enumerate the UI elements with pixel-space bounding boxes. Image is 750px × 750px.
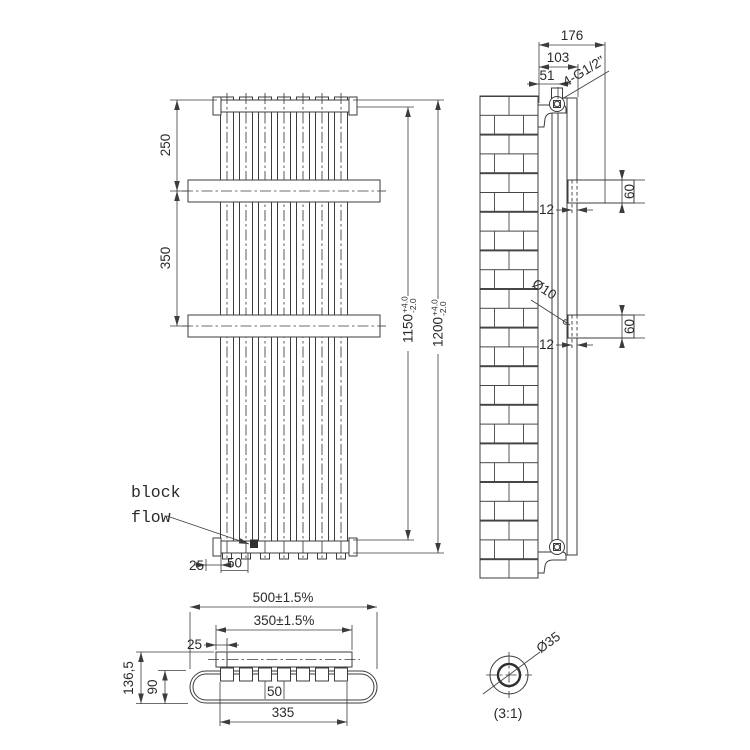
brick-wall-outline — [479, 95, 539, 579]
header-top-down — [208, 651, 360, 668]
dim-50-bottom-label: 50 — [267, 684, 282, 699]
dim-25-bottom-label: 25 — [187, 637, 202, 652]
dim-335-label: 335 — [272, 705, 295, 720]
dim-350-bottom: 350±1.5% — [215, 613, 353, 650]
dim-1150-tol-plus: +4.0 — [400, 296, 410, 313]
towel-bar-lower — [182, 314, 386, 338]
front-view: 250 350 1150 +4.0 -2.0 1200 +4.0 — [131, 93, 448, 573]
dim-176-label: 176 — [561, 28, 584, 43]
bottom-view: 500±1.5% 350±1.5% 25 136,5 — [121, 590, 378, 726]
dim-60-bottom: 60 — [619, 305, 645, 348]
dim-350-label: 350 — [158, 247, 173, 270]
towel-bar-lower-side — [567, 314, 635, 348]
block-flow-annotation: block flow — [131, 483, 258, 548]
side-view: 176 103 51 4-G1/2" 60 — [479, 28, 645, 579]
towel-bar-upper — [182, 179, 386, 203]
detail-view: Ø35 (3:1) — [482, 629, 563, 721]
dim-depth-group: 176 103 51 — [527, 28, 606, 203]
dim-60-top-label: 60 — [622, 184, 637, 199]
dim-12-top-label: 12 — [539, 202, 554, 217]
block-flow-leader — [166, 515, 250, 545]
top-header — [212, 96, 358, 116]
dim-50-bottom: 50 — [264, 681, 285, 699]
dim-136-label: 136,5 — [121, 661, 136, 695]
dim-25-50: 25 50 — [189, 553, 249, 573]
blocked-flow-plug — [250, 539, 258, 548]
dim-60-bottom-label: 60 — [622, 319, 637, 334]
dim-500-label: 500±1.5% — [253, 590, 314, 605]
dim-90: 90 — [145, 670, 186, 704]
dim-1150-label: 1150 +4.0 -2.0 — [398, 296, 418, 351]
mounting-hole — [562, 319, 569, 325]
dim-51-label: 51 — [539, 68, 554, 83]
dim-60-top: 60 — [619, 170, 645, 213]
tube-cross-sections — [220, 667, 348, 682]
pipe-fitting-top — [549, 96, 565, 112]
dim-25-bottom: 25 — [187, 637, 239, 652]
diameter-label: Ø35 — [534, 629, 563, 656]
dim-12-bottom-label: 12 — [539, 337, 554, 352]
diameter-leader — [482, 651, 541, 695]
dim-335: 335 — [219, 682, 348, 726]
pipe-fitting-bottom — [549, 539, 565, 555]
dim-250-350: 250 350 — [158, 99, 217, 327]
dim-500: 500±1.5% — [189, 590, 378, 669]
mounting-bracket-bottom — [537, 551, 567, 574]
dim-12-top: 12 — [539, 202, 593, 217]
dim-12-bottom: 12 — [539, 337, 593, 352]
dim-103-label: 103 — [547, 50, 570, 65]
dim-1200-label: 1200 +4.0 -2.0 — [428, 299, 448, 354]
towel-bar-upper-side — [567, 179, 635, 213]
block-flow-text-line1: block — [131, 483, 181, 502]
dim-1150-1200: 1150 +4.0 -2.0 1200 +4.0 -2.0 — [353, 99, 448, 554]
dim-350-bottom-label: 350±1.5% — [254, 613, 315, 628]
block-flow-text-line2: flow — [131, 508, 171, 527]
tube-feet — [222, 552, 346, 560]
dim-1200-tol-plus: +4.0 — [430, 299, 440, 316]
dim-50-label: 50 — [227, 556, 242, 571]
dim-1200-value: 1200 — [431, 317, 446, 347]
dim-25-label: 25 — [189, 558, 204, 573]
dim-1150-tol-minus: -2.0 — [408, 298, 418, 313]
detail-scale-label: (3:1) — [494, 705, 523, 721]
brick-wall — [480, 96, 538, 578]
connection-leader — [561, 70, 610, 100]
dim-90-label: 90 — [145, 679, 160, 694]
dim-136: 136,5 — [121, 651, 214, 704]
dim-1150-value: 1150 — [401, 314, 416, 343]
dim-250-label: 250 — [158, 134, 173, 157]
dim-1200-tol-minus: -2.0 — [438, 301, 448, 316]
